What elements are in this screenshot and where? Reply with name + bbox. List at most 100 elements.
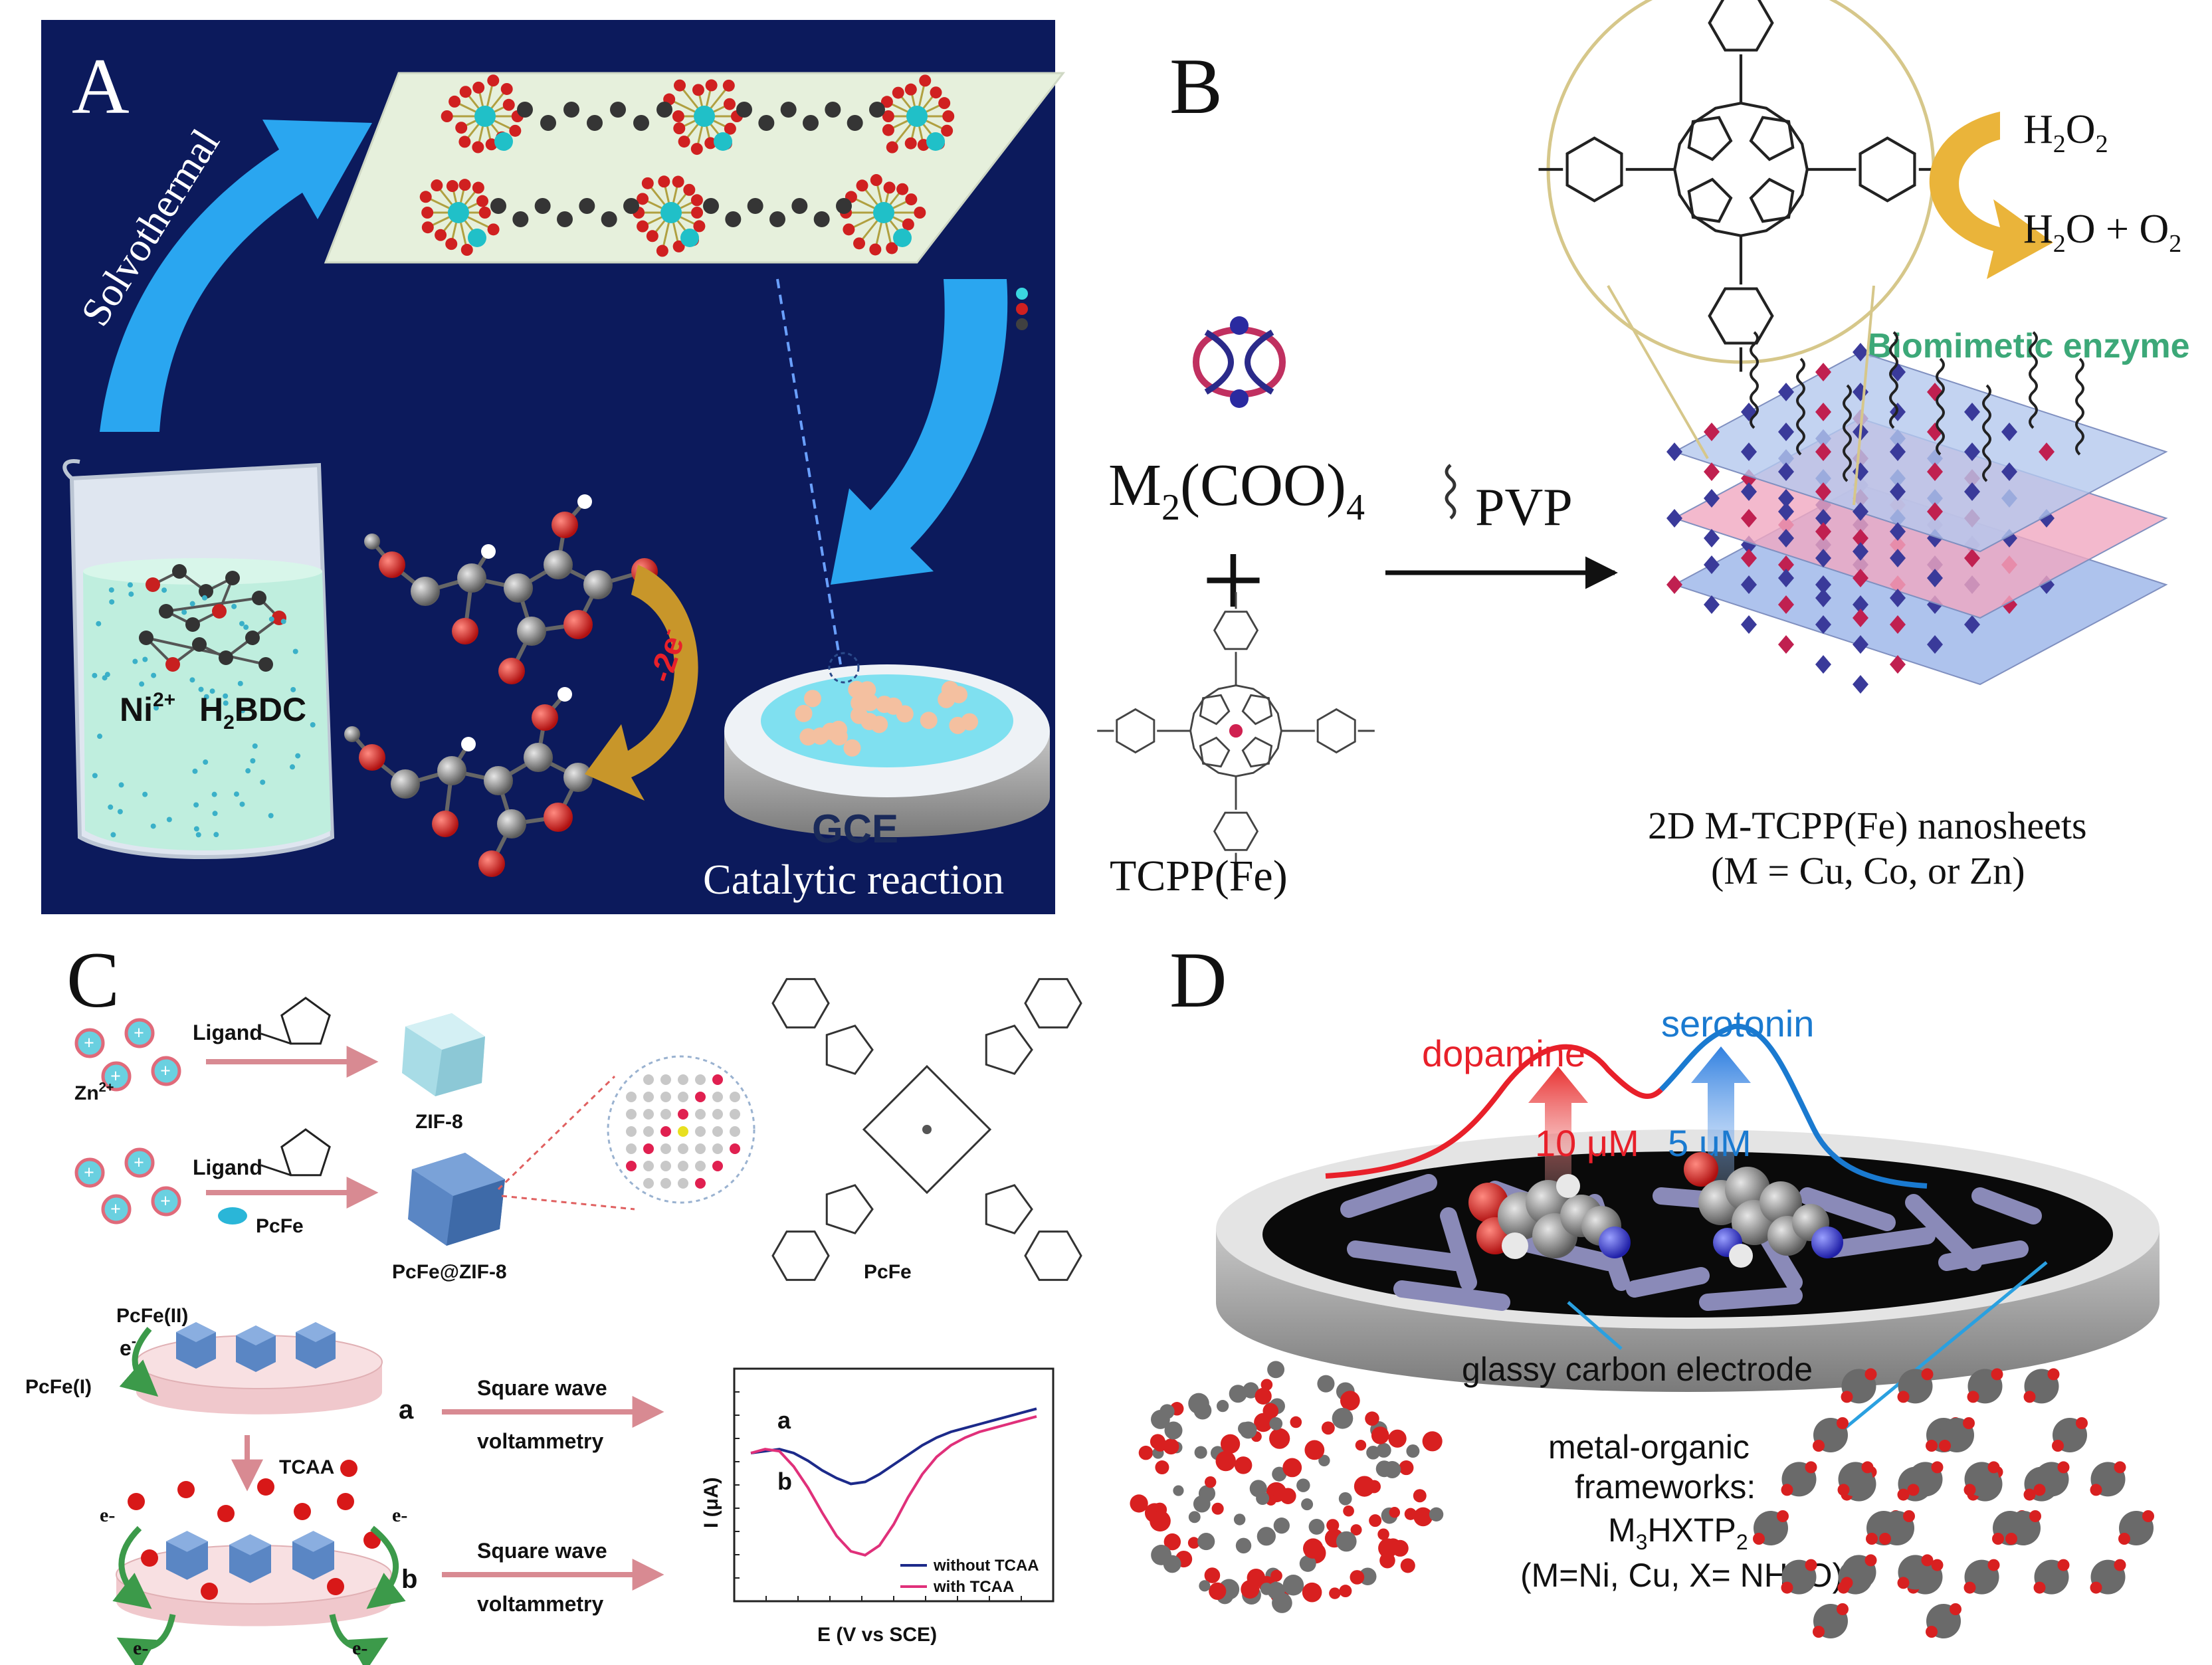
electron-label: e- — [392, 1504, 407, 1526]
atom — [563, 763, 593, 792]
mof-atom — [1204, 1476, 1217, 1488]
ion-dot — [127, 582, 133, 588]
oxygen-atom — [673, 122, 686, 135]
nickel-atom — [660, 202, 682, 223]
mof-oxygen — [2142, 1510, 2154, 1522]
oxygen-atom — [722, 79, 735, 92]
lattice-atom — [730, 1143, 740, 1154]
atom — [344, 726, 360, 742]
atom — [1811, 1226, 1843, 1258]
mof-oxygen — [1805, 1461, 1817, 1474]
mof-oxygen — [2052, 1440, 2064, 1452]
metal-node — [1778, 595, 1794, 614]
carbon-atom — [656, 102, 672, 118]
atom — [199, 584, 213, 599]
mof-atom — [1355, 1439, 1367, 1451]
pvp-wave-icon — [1445, 464, 1457, 520]
mof-atom — [1406, 1444, 1420, 1458]
reactant-molecule — [364, 494, 658, 684]
series-line-without-tcaa — [750, 1407, 1037, 1486]
mof-atom — [1371, 1426, 1389, 1444]
mof-atom — [1282, 1575, 1304, 1596]
mof-oxygen — [1926, 1626, 1938, 1638]
oxygen-atom — [455, 122, 468, 134]
panel-d-letter: D — [1169, 935, 1227, 1024]
mof-oxygen — [1837, 1603, 1849, 1615]
oxygen-atom — [500, 82, 513, 95]
metal-node — [1927, 635, 1943, 654]
mof-atom — [1338, 1492, 1352, 1506]
plus-charge: + — [84, 1033, 94, 1054]
lattice-atom — [643, 1092, 654, 1102]
zif8-cube-top — [166, 1531, 208, 1552]
oxygen-atom — [656, 245, 668, 257]
phenyl-ring — [1316, 708, 1356, 754]
mof-atom — [1350, 1570, 1365, 1585]
metal-node — [1890, 589, 1906, 607]
mof-atom — [1304, 1440, 1325, 1460]
lattice-atom — [712, 1092, 723, 1102]
oxygen-atom — [691, 207, 704, 219]
ion-dot — [252, 743, 258, 749]
square-wave-label-1: Square wave — [477, 1376, 607, 1400]
lattice-atom — [695, 1074, 706, 1085]
mof-oxygen — [1903, 1510, 1915, 1522]
serotonin-arrow — [1691, 1046, 1751, 1183]
nickel-atom — [474, 106, 496, 127]
lattice-atom — [678, 1178, 688, 1189]
series-label-a: a — [777, 1407, 791, 1434]
tcpp-fe-structure — [1097, 592, 1375, 870]
mof-atom — [1188, 1511, 1201, 1523]
mof-atom — [1256, 1492, 1270, 1506]
mof-atom — [1197, 1533, 1215, 1551]
phenyl-ring — [1859, 136, 1916, 203]
mof-atom — [1388, 1429, 1407, 1448]
mof-atom — [1193, 1495, 1211, 1513]
mof-oxygen — [1939, 1440, 1951, 1452]
ion-dot — [108, 804, 114, 810]
mof-atom — [1413, 1489, 1427, 1503]
atom — [1502, 1232, 1528, 1259]
carbon-atom — [601, 211, 617, 227]
lattice-atom — [643, 1074, 654, 1085]
legend-label-without: without TCAA — [933, 1557, 1039, 1575]
ligand-label-1: Ligand — [193, 1021, 262, 1044]
zn-ion-cluster-top: ++++ — [74, 1018, 181, 1092]
mof-atom — [1380, 1545, 1394, 1559]
zif8-label: ZIF-8 — [415, 1111, 463, 1133]
tcaa-label: TCAA — [279, 1456, 334, 1478]
mof-oxygen — [1897, 1577, 1910, 1589]
mof-atom — [1272, 1466, 1287, 1482]
zn-ion — [151, 1056, 181, 1086]
metal-node — [1890, 442, 1906, 461]
carbon-atom — [610, 102, 626, 118]
zif8-cube-top — [229, 1534, 271, 1555]
ion-dot — [118, 782, 124, 788]
benzo-ring — [771, 1230, 830, 1281]
ion-dot — [92, 773, 98, 779]
pcfe-zif8-crystal — [408, 1153, 505, 1246]
oxygen-atom — [678, 136, 690, 148]
nanoparticle — [858, 681, 876, 699]
ion-dot — [110, 832, 116, 838]
ion-dot — [245, 768, 251, 774]
swv-chart: I (μA) E (V vs SCE) a b without TCAA wit… — [700, 1367, 1055, 1646]
panel-c-letter: C — [66, 935, 120, 1024]
mof-rod — [1626, 1267, 1710, 1298]
pyrrole-ring — [1687, 177, 1733, 223]
mof-atom — [1267, 1581, 1285, 1600]
mof-atom — [1365, 1411, 1379, 1426]
carbon-atom — [736, 102, 752, 118]
lattice-atom — [643, 1143, 654, 1154]
mof-atom — [1211, 1502, 1224, 1515]
nanosheets-label-1: 2D M-TCPP(Fe) nanosheets — [1648, 804, 2087, 847]
lattice-atom — [695, 1109, 706, 1120]
tcpp-fe-label: TCPP(Fe) — [1110, 852, 1288, 900]
mof-atom — [1262, 1403, 1279, 1419]
pcfe-zif8-label: PcFe@ZIF-8 — [392, 1261, 507, 1283]
carbon-atom — [769, 211, 785, 227]
mof-atom — [1270, 1569, 1282, 1582]
ion-dot — [142, 656, 148, 662]
lattice-atom — [712, 1161, 723, 1171]
atom — [504, 573, 533, 603]
